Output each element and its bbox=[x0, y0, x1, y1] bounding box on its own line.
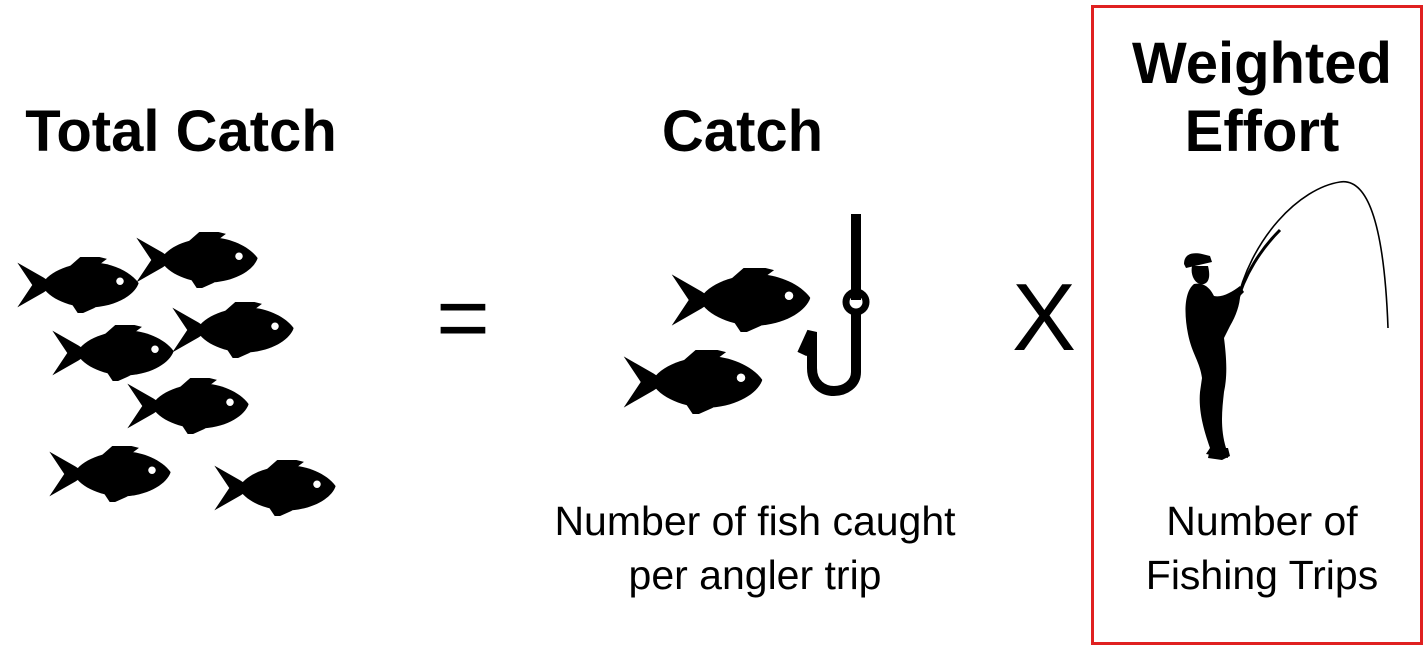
effort-description-line-1: Number of bbox=[1100, 494, 1424, 548]
catch-title: Catch bbox=[620, 98, 865, 166]
catch-description-line-2: per angler trip bbox=[500, 548, 1010, 602]
school-fish-1 bbox=[134, 232, 260, 288]
fish-hook-icon bbox=[800, 214, 880, 410]
effort-description: Number of Fishing Trips bbox=[1100, 494, 1424, 602]
multiply-sign: X bbox=[1008, 272, 1080, 364]
fish-icon-lower bbox=[618, 350, 768, 414]
school-fish-4 bbox=[50, 325, 176, 381]
weighted-effort-title-line-2: Effort bbox=[1100, 98, 1424, 166]
school-fish-7 bbox=[212, 460, 338, 516]
school-fish-2 bbox=[15, 257, 141, 313]
equals-sign: = bbox=[425, 272, 501, 364]
weighted-effort-title: Weighted Effort bbox=[1100, 30, 1424, 166]
school-fish-3 bbox=[170, 302, 296, 358]
effort-description-line-2: Fishing Trips bbox=[1100, 548, 1424, 602]
angler-with-rod-icon bbox=[1170, 178, 1390, 463]
fish-icon-upper bbox=[666, 268, 816, 332]
catch-description: Number of fish caught per angler trip bbox=[500, 494, 1010, 602]
total-catch-title: Total Catch bbox=[0, 98, 362, 166]
weighted-effort-title-line-1: Weighted bbox=[1100, 30, 1424, 98]
school-fish-5 bbox=[125, 378, 251, 434]
school-fish-6 bbox=[47, 446, 173, 502]
catch-description-line-1: Number of fish caught bbox=[500, 494, 1010, 548]
